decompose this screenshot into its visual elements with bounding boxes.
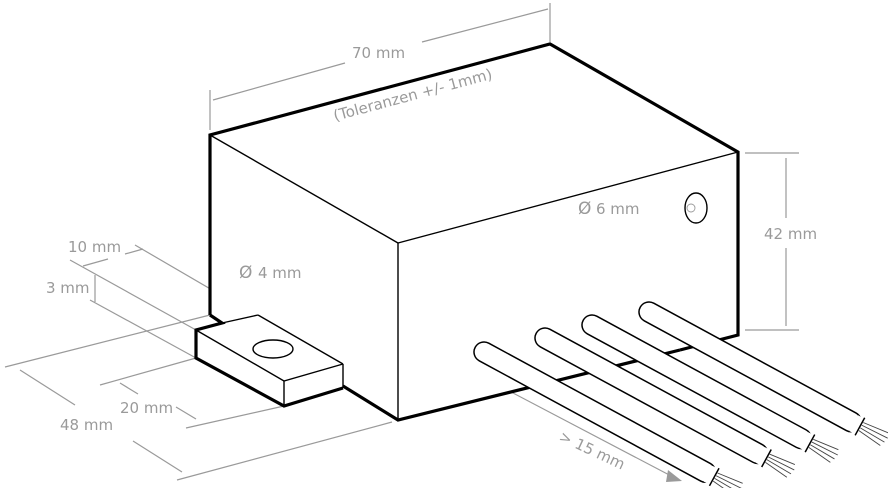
label-height: 42 mm: [764, 225, 817, 243]
tab-hole: [252, 339, 294, 359]
svg-text:6 mm: 6 mm: [596, 200, 640, 218]
wires: [473, 301, 888, 488]
label-depth: 48 mm: [60, 416, 113, 434]
wire-4: [638, 301, 888, 446]
wire-3: [581, 314, 839, 463]
mounting-tab: [194, 313, 344, 408]
side-hole: [684, 192, 708, 224]
label-hole-side: Ø 6 mm: [578, 199, 640, 219]
label-tab-thickness: 3 mm: [46, 279, 90, 297]
wire-2: [534, 327, 796, 478]
label-tab-width: 20 mm: [120, 399, 173, 417]
diameter-icon: Ø: [239, 263, 252, 283]
label-width: 70 mm: [352, 44, 405, 62]
label-tab-length: 10 mm: [68, 238, 121, 256]
wire-1: [473, 341, 743, 488]
label-hole-tab: Ø 4 mm: [239, 263, 302, 283]
svg-text:4 mm: 4 mm: [258, 264, 302, 282]
diameter-icon: Ø: [578, 199, 591, 219]
